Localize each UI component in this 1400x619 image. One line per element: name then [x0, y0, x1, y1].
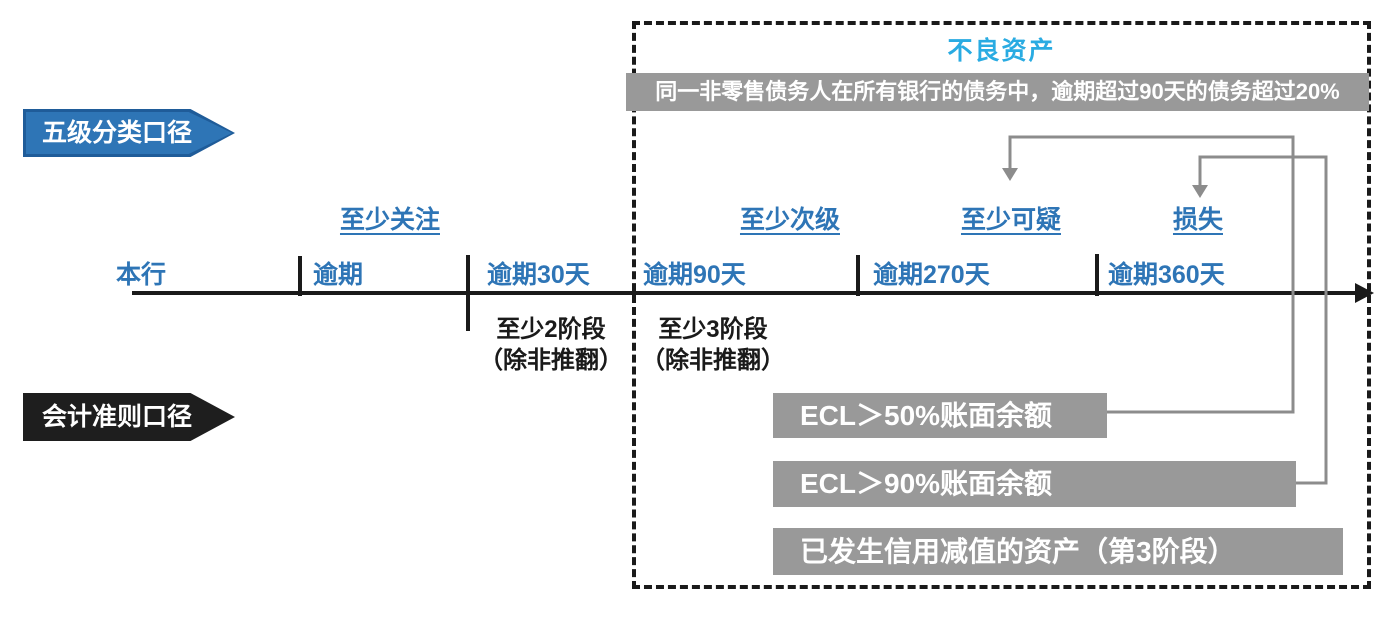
stage-note-line: 至少2阶段: [496, 316, 606, 343]
axis-label-overdue-90: 逾期90天: [643, 261, 746, 289]
arrow-down-icon: [1002, 168, 1018, 181]
five-level-classification-banner: 五级分类口径: [23, 109, 235, 157]
timeline-axis: [132, 291, 1360, 295]
timeline-tick: [298, 256, 302, 296]
non-performing-box-border: [632, 21, 1371, 589]
non-performing-title: 不良资产: [947, 37, 1056, 65]
stage-note-3: 至少3阶段 （除非推翻）: [638, 314, 788, 376]
connector-ecl50-to-doubtful: [1008, 135, 1295, 414]
accounting-standard-label: 会计准则口径: [26, 396, 232, 438]
class-label-loss: 损失: [1172, 206, 1223, 234]
axis-label-overdue-270: 逾期270天: [873, 261, 990, 289]
class-label-attention: 至少关注: [339, 206, 440, 234]
stage-note-line: 至少3阶段: [658, 316, 768, 343]
five-level-classification-label: 五级分类口径: [26, 112, 232, 154]
axis-label-overdue-30: 逾期30天: [487, 261, 590, 289]
timeline-arrowhead-icon: [1355, 283, 1374, 303]
axis-label-overdue-360: 逾期360天: [1108, 261, 1225, 289]
stage-note-2: 至少2阶段 （除非推翻）: [476, 314, 626, 376]
axis-label-benhang: 本行: [116, 261, 167, 289]
ecl-bar-50: ECL＞50%账面余额: [773, 393, 1107, 438]
timeline-tick: [1095, 254, 1099, 296]
arrow-down-icon: [1192, 185, 1208, 198]
ecl-bar-stage3: 已发生信用减值的资产（第3阶段）: [773, 528, 1343, 575]
timeline-tick: [466, 255, 470, 331]
stage-note-line: （除非推翻）: [479, 347, 623, 374]
connector-ecl90-to-loss: [1198, 155, 1328, 485]
timeline-tick: [856, 255, 860, 296]
accounting-standard-banner: 会计准则口径: [23, 393, 235, 441]
non-performing-banner: 同一非零售债务人在所有银行的债务中，逾期超过90天的债务超过20%: [626, 73, 1369, 111]
axis-label-overdue: 逾期: [313, 261, 364, 289]
class-label-doubtful: 至少可疑: [960, 206, 1061, 234]
ecl-bar-90: ECL＞90%账面余额: [773, 461, 1296, 507]
class-label-substandard: 至少次级: [739, 206, 840, 234]
stage-note-line: （除非推翻）: [641, 347, 785, 374]
